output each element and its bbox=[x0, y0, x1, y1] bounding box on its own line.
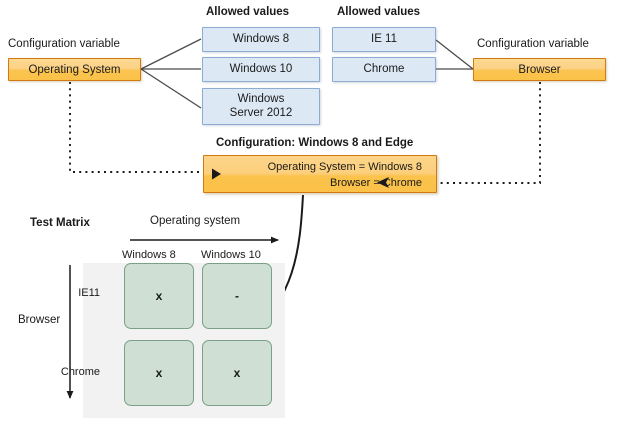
play-triangle-icon bbox=[212, 168, 221, 180]
allowed-value-windows-10[interactable]: Windows 10 bbox=[202, 57, 320, 82]
configuration-line-operating-system: Operating System = Windows 8 bbox=[267, 161, 422, 173]
browser-variable-caption: Configuration variable bbox=[477, 38, 589, 50]
config-variable-operating-system[interactable]: Operating System bbox=[8, 58, 141, 81]
connector-os-windows8 bbox=[140, 38, 202, 70]
matrix-row-header-chrome: Chrome bbox=[60, 366, 100, 378]
configuration-caption: Configuration: Windows 8 and Edge bbox=[216, 137, 414, 149]
allowed-value-chrome[interactable]: Chrome bbox=[332, 57, 436, 82]
os-value-connectors bbox=[140, 38, 202, 109]
left-arrow-icon bbox=[377, 177, 389, 188]
configuration-line-browser: Browser = Chrome bbox=[329, 177, 422, 189]
browser-value-connectors bbox=[435, 39, 474, 70]
matrix-column-header-windows-10: Windows 10 bbox=[201, 249, 261, 261]
configuration-box[interactable]: Operating System = Windows 8 Browser = C… bbox=[203, 155, 437, 193]
config-variable-browser[interactable]: Browser bbox=[473, 58, 606, 81]
test-matrix-title: Test Matrix bbox=[30, 217, 90, 229]
browser-allowed-values-caption: Allowed values bbox=[337, 6, 421, 18]
matrix-column-header-windows-8: Windows 8 bbox=[122, 249, 176, 261]
matrix-cell-chrome-windows10[interactable]: x bbox=[202, 340, 272, 406]
connector-ie11-browser bbox=[435, 39, 474, 70]
matrix-row-header-ie11: IE11 bbox=[78, 287, 100, 299]
matrix-x-axis-label: Operating system bbox=[150, 215, 241, 227]
matrix-cell-ie11-windows10[interactable]: - bbox=[202, 263, 272, 329]
dotted-connector-os-to-config bbox=[69, 82, 200, 173]
allowed-value-windows-8[interactable]: Windows 8 bbox=[202, 27, 320, 52]
os-allowed-values-caption: Allowed values bbox=[206, 6, 290, 18]
matrix-cell-chrome-windows8[interactable]: x bbox=[124, 340, 194, 406]
allowed-value-ie-11[interactable]: IE 11 bbox=[332, 27, 436, 52]
os-variable-caption: Configuration variable bbox=[8, 38, 120, 50]
matrix-cell-ie11-windows8[interactable]: x bbox=[124, 263, 194, 329]
connector-os-windowsserver2012 bbox=[140, 68, 202, 109]
matrix-y-axis-label: Browser bbox=[18, 314, 61, 326]
